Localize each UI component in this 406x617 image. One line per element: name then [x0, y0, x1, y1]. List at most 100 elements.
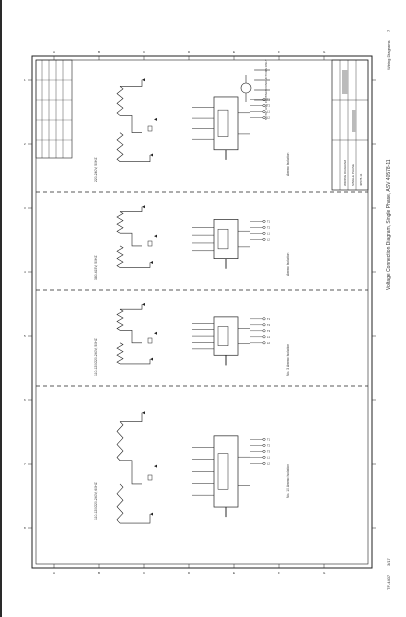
zone-col-label: 5	[24, 334, 26, 338]
zone-row-label: B	[98, 50, 100, 54]
zone-col-label: 7	[24, 462, 26, 466]
zone-col-label: 4	[24, 270, 26, 274]
terminal-point	[262, 225, 266, 229]
zone-row-label: B	[98, 571, 100, 575]
terminal-label: T1	[267, 98, 271, 102]
control-box	[213, 435, 250, 508]
zone-row-label: E	[233, 571, 235, 575]
terminal-point	[262, 461, 266, 465]
terminal-point	[262, 323, 266, 327]
control-box	[213, 96, 250, 151]
terminal-point	[262, 341, 266, 345]
terminal-point	[262, 449, 266, 453]
control-box	[213, 316, 250, 356]
terminal-label: L1	[267, 110, 270, 114]
terminal-label: L2	[267, 341, 270, 345]
winding-symbol	[116, 411, 157, 524]
terminal-point	[262, 219, 266, 223]
terminal-label: T2	[267, 225, 271, 229]
zone-ticks: A A B B C C D D E E F F G G 1 2 3 4 5 6 7 8	[24, 50, 376, 575]
panel-3-voltage: 110-120/220-240V, 50HZ	[94, 338, 98, 376]
panel-separators	[36, 191, 368, 387]
winding-symbol	[116, 302, 157, 365]
terminal-point	[262, 443, 266, 447]
zone-col-label: 3	[24, 206, 26, 210]
terminal-label: L1	[267, 231, 270, 235]
zone-row-label: D	[188, 571, 191, 575]
zone-row-label: C	[143, 571, 146, 575]
terminal-label: L2	[267, 116, 270, 120]
sheet-border-inner	[35, 59, 369, 565]
terminal-label: T2	[267, 104, 271, 108]
zone-row-label: E	[233, 50, 235, 54]
terminal-point	[262, 317, 266, 321]
panel-3-sublabel: No. 3 Ammo Isolation	[286, 343, 290, 376]
lead-wires	[192, 107, 227, 160]
terminal-label: T1	[267, 317, 271, 321]
section-header: Wiring Diagrams	[386, 40, 391, 70]
zone-row-label: F	[278, 50, 280, 54]
control-box	[213, 219, 250, 259]
lead-wires	[192, 227, 227, 269]
revision-block	[35, 59, 73, 159]
terminal-point	[262, 231, 266, 235]
terminal-point	[262, 437, 266, 441]
panel-4-sublabel: No. 10 Ammo Isolation	[286, 463, 290, 498]
terminal-point	[262, 455, 266, 459]
winding-symbol	[116, 78, 157, 162]
title-block	[331, 59, 369, 191]
panel-4-voltage: 110-120/220-240V, 60HZ	[94, 482, 98, 520]
panel-1-voltage: 220-240V, 50HZ	[94, 157, 98, 182]
terminal-label: L1	[267, 455, 270, 459]
title-block-line-3: 40578-11	[359, 173, 363, 186]
terminal-label: T1	[267, 437, 271, 441]
panel-2-voltage: 380-415V, 50HZ	[94, 255, 98, 280]
zone-col-label: 1	[24, 78, 26, 82]
terminal-label: T3	[267, 329, 271, 333]
zone-row-label: F	[278, 571, 280, 575]
zone-col-label: 6	[24, 398, 26, 402]
terminal-point	[262, 329, 266, 333]
zone-col-label: 2	[24, 142, 26, 146]
motor-symbol	[240, 69, 270, 102]
page-number: 7	[386, 29, 391, 32]
doc-code: TF-4407	[386, 574, 391, 590]
terminal-label: L1	[267, 335, 270, 339]
zone-row-label: A	[53, 50, 55, 54]
title-block-line-2: SINGLE PHASE	[351, 163, 355, 186]
panel-2-sublabel: Ammo Isolation	[286, 252, 290, 276]
terminal-point	[262, 237, 266, 241]
diagram-title: Voltage Connection Diagram, Single Phase…	[386, 159, 392, 290]
zone-row-label: G	[323, 50, 326, 54]
panel-1-sublabel: Ammo Isolation	[286, 152, 290, 176]
terminal-label: T1	[267, 219, 271, 223]
note-text: NOTE: USE COPPER CONDUCTORS ONLY	[264, 59, 268, 120]
doc-revision: 3/17	[386, 558, 391, 566]
winding-symbol	[116, 205, 157, 268]
sheet-border-outer	[31, 55, 373, 569]
terminal-label: T2	[267, 323, 271, 327]
lead-wires	[192, 447, 227, 518]
terminal-label: L2	[267, 461, 270, 465]
terminal-point	[262, 335, 266, 339]
title-block-line-1: WIRING DIAGRAM	[343, 160, 347, 186]
zone-row-label: C	[143, 50, 146, 54]
terminal-label: L2	[267, 237, 270, 241]
zone-row-label: G	[323, 571, 326, 575]
terminal-label: T3	[267, 449, 271, 453]
zone-row-label: A	[53, 571, 55, 575]
terminal-label: T2	[267, 443, 271, 447]
zone-col-label: 8	[24, 526, 26, 530]
lead-wires	[192, 323, 227, 366]
zone-row-label: D	[188, 50, 191, 54]
